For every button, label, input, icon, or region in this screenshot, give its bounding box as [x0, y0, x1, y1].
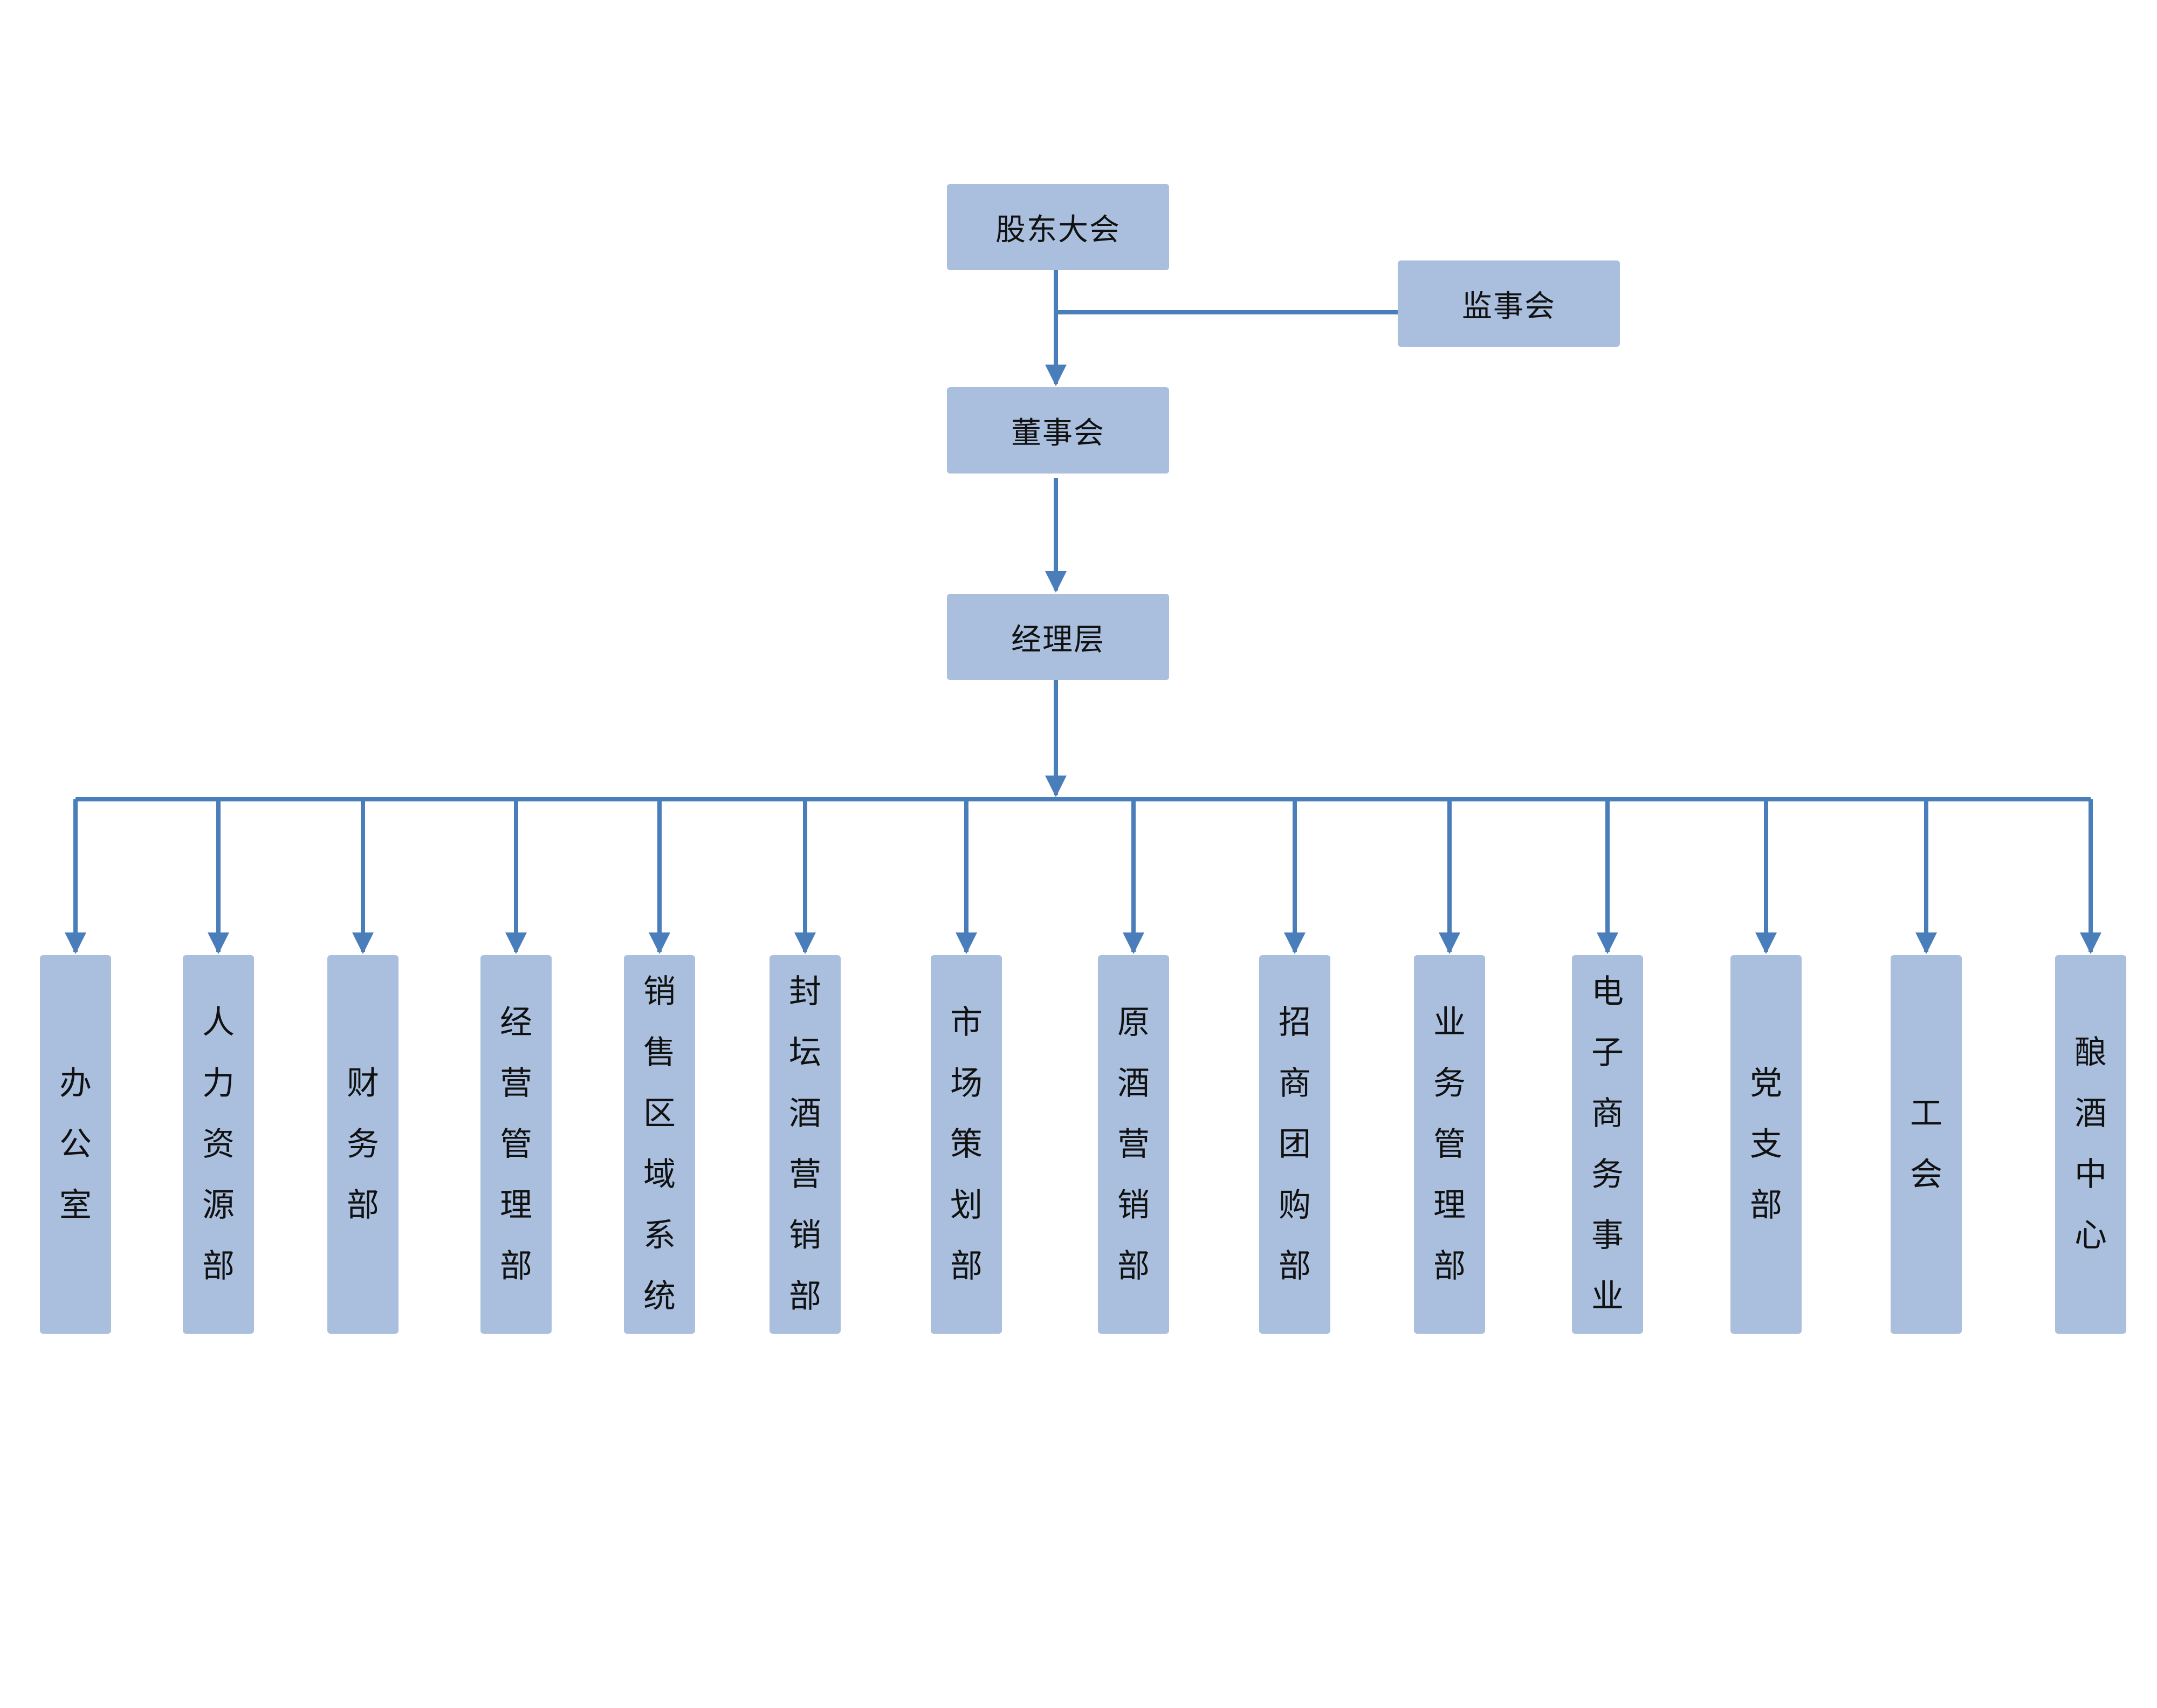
department-box: 人力资源部 [183, 955, 254, 1334]
supervisors-box: 监事会 [1398, 260, 1620, 347]
department-box: 市场策划部 [931, 955, 1002, 1334]
department-label: 酿酒中心 [2074, 1034, 2107, 1254]
department-box: 财务部 [327, 955, 399, 1334]
department-label: 党支部 [1750, 1064, 1782, 1224]
department-label: 招商团购部 [1279, 1003, 1311, 1285]
shareholders-box: 股东大会 [947, 184, 1169, 270]
shareholders-label: 股东大会 [995, 212, 1121, 248]
department-label: 原酒营销部 [1117, 1003, 1150, 1285]
management-label: 经理层 [1011, 622, 1105, 657]
department-box: 经营管理部 [480, 955, 552, 1334]
department-label: 销售区域系统 [643, 973, 676, 1315]
department-box: 党支部 [1730, 955, 1802, 1334]
department-box: 原酒营销部 [1098, 955, 1169, 1334]
department-box: 电子商务事业 [1572, 955, 1643, 1334]
department-label: 电子商务事业 [1591, 973, 1624, 1315]
supervisors-label: 监事会 [1462, 289, 1556, 324]
department-box: 封坛酒营销部 [770, 955, 841, 1334]
department-box: 业务管理部 [1414, 955, 1485, 1334]
department-box: 酿酒中心 [2055, 955, 2126, 1334]
department-box: 工会 [1891, 955, 1962, 1334]
department-label: 办公室 [59, 1064, 92, 1224]
department-label: 人力资源部 [202, 1003, 235, 1285]
department-box: 销售区域系统 [624, 955, 695, 1334]
department-label: 经营管理部 [500, 1003, 532, 1285]
department-label: 业务管理部 [1433, 1003, 1466, 1285]
department-label: 市场策划部 [950, 1003, 983, 1285]
board-box: 董事会 [947, 387, 1169, 474]
department-label: 工会 [1910, 1095, 1942, 1193]
department-label: 财务部 [347, 1064, 379, 1224]
department-label: 封坛酒营销部 [789, 973, 821, 1315]
department-box: 办公室 [40, 955, 111, 1334]
department-box: 招商团购部 [1259, 955, 1330, 1334]
board-label: 董事会 [1011, 415, 1105, 451]
management-box: 经理层 [947, 594, 1169, 680]
